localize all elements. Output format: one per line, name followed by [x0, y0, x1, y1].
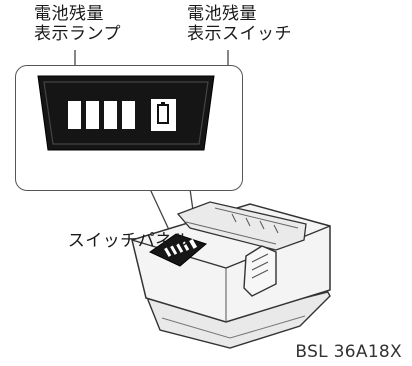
- callout-line: 表示スイッチ: [187, 24, 292, 44]
- callout-line: 電池残量: [187, 4, 257, 24]
- battery-switch-callout: 電池残量 表示スイッチ: [187, 4, 292, 44]
- switch-panel-callout-frame: スイッチパネル: [15, 65, 243, 251]
- model-number: BSL 36A18X: [295, 342, 402, 362]
- panel-link-left: [149, 188, 171, 233]
- callout-line: 電池残量: [34, 4, 104, 24]
- battery-pack-illustration: [131, 201, 331, 349]
- callout-line: 表示ランプ: [34, 24, 121, 44]
- switch-panel-label: スイッチパネル: [67, 231, 191, 251]
- battery-lamp-callout: 電池残量 表示ランプ: [34, 4, 121, 44]
